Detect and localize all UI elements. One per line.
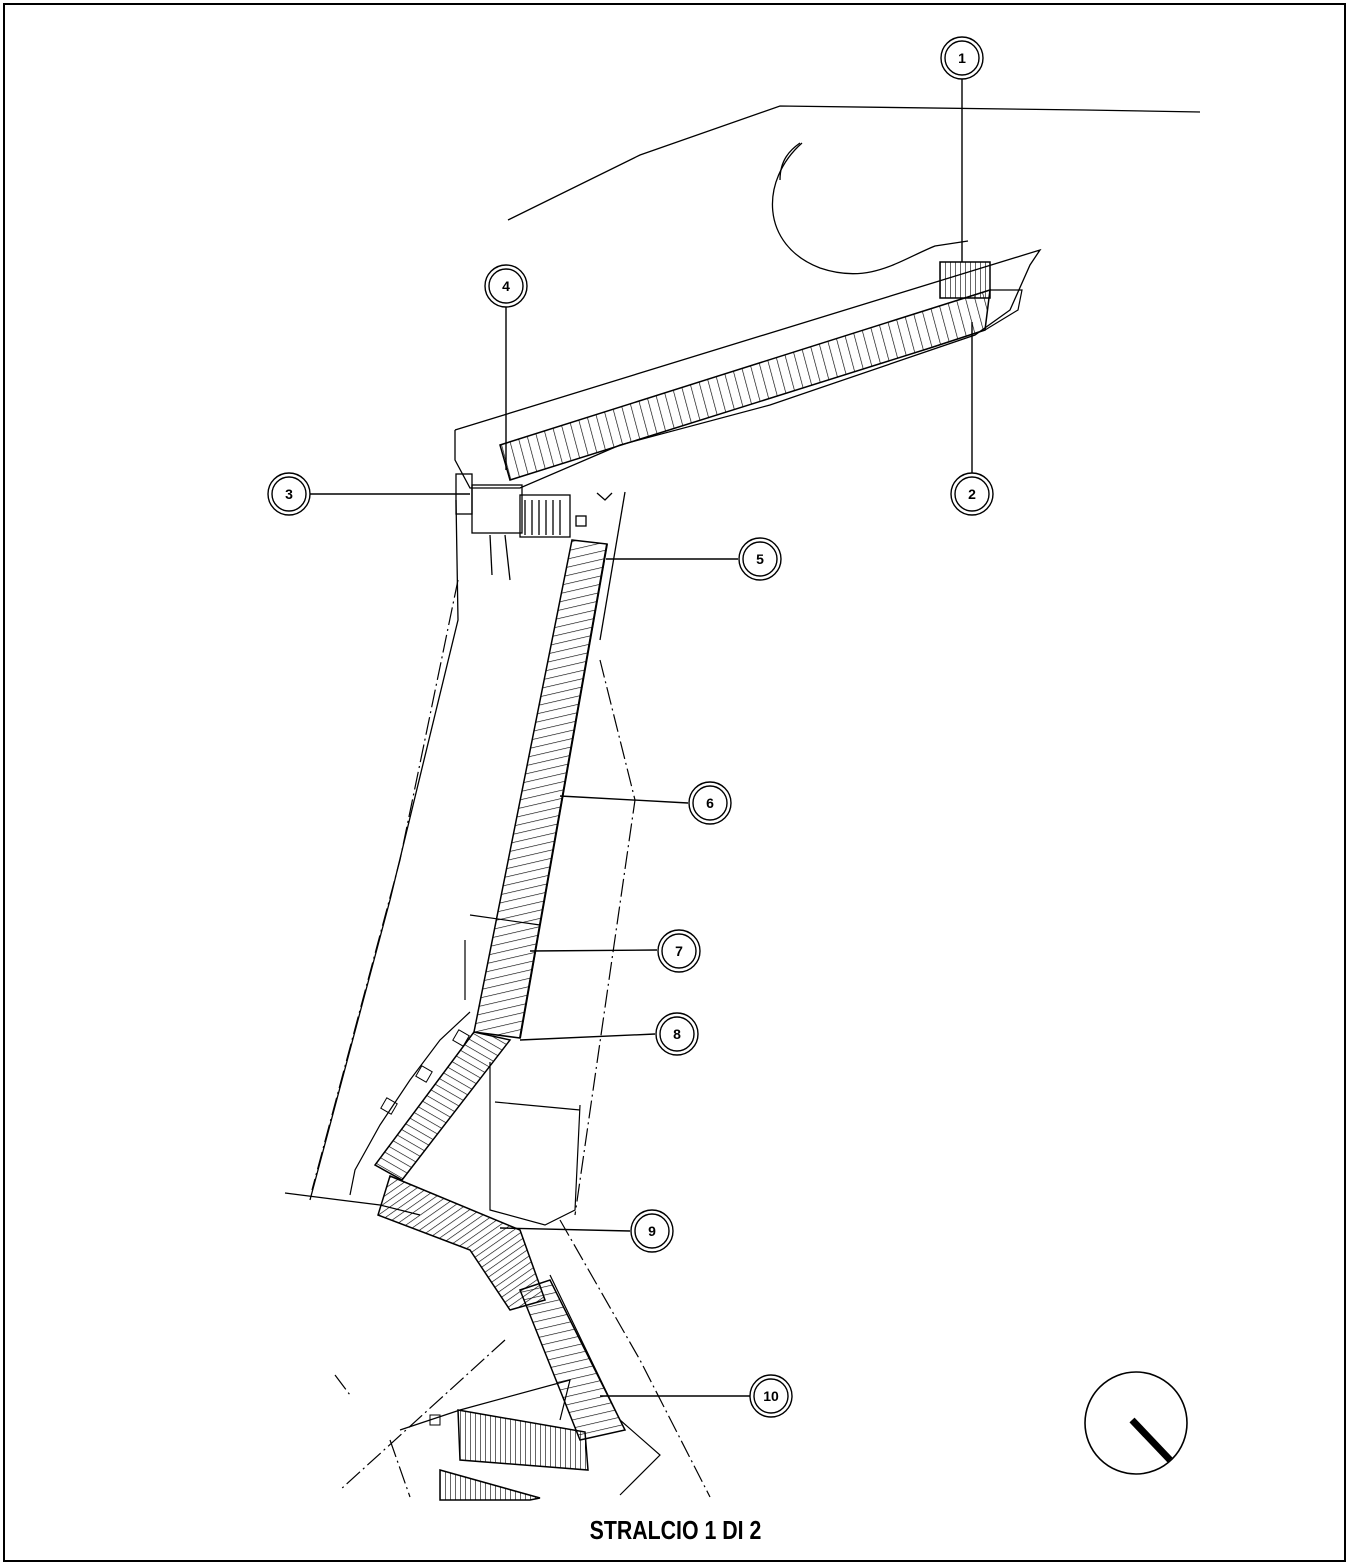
callout-2: 2 bbox=[950, 472, 994, 516]
stair-flight-9 bbox=[377, 1174, 546, 1311]
drawing-title: STRALCIO 1 DI 2 bbox=[589, 1515, 762, 1545]
stair-flight-10 bbox=[519, 1274, 661, 1496]
callout-label: 10 bbox=[763, 1388, 779, 1404]
callout-label: 4 bbox=[502, 278, 510, 294]
axis-lines bbox=[311, 579, 711, 1498]
callout-label: 6 bbox=[706, 795, 714, 811]
callout-6: 6 bbox=[688, 781, 732, 825]
terrain-lines bbox=[284, 105, 1201, 1216]
callout-1: 1 bbox=[940, 36, 984, 80]
callout-label: 7 bbox=[675, 943, 683, 959]
callout-label: 1 bbox=[958, 50, 966, 66]
callout-label: 2 bbox=[968, 486, 976, 502]
drawing-frame bbox=[3, 3, 1346, 1562]
callout-label: 9 bbox=[648, 1223, 656, 1239]
callout-3: 3 bbox=[267, 472, 311, 516]
callout-label: 8 bbox=[673, 1026, 681, 1042]
stair-flight-bottom bbox=[399, 1379, 589, 1501]
callout-label: 5 bbox=[756, 551, 764, 567]
callout-8: 8 bbox=[655, 1012, 699, 1056]
misc-lines bbox=[464, 914, 581, 1226]
callout-4: 4 bbox=[484, 264, 528, 308]
stair-flight-mid bbox=[349, 1011, 512, 1196]
stair-flight-long bbox=[473, 539, 608, 1039]
landing-block bbox=[455, 473, 613, 581]
callout-leaders bbox=[310, 72, 973, 1397]
callout-9: 9 bbox=[630, 1209, 674, 1253]
callout-label: 3 bbox=[285, 486, 293, 502]
north-arrow-icon bbox=[1084, 1371, 1188, 1475]
callout-5: 5 bbox=[738, 537, 782, 581]
callout-10: 10 bbox=[749, 1374, 793, 1418]
callout-7: 7 bbox=[657, 929, 701, 973]
stair-flight-top bbox=[499, 261, 1023, 481]
